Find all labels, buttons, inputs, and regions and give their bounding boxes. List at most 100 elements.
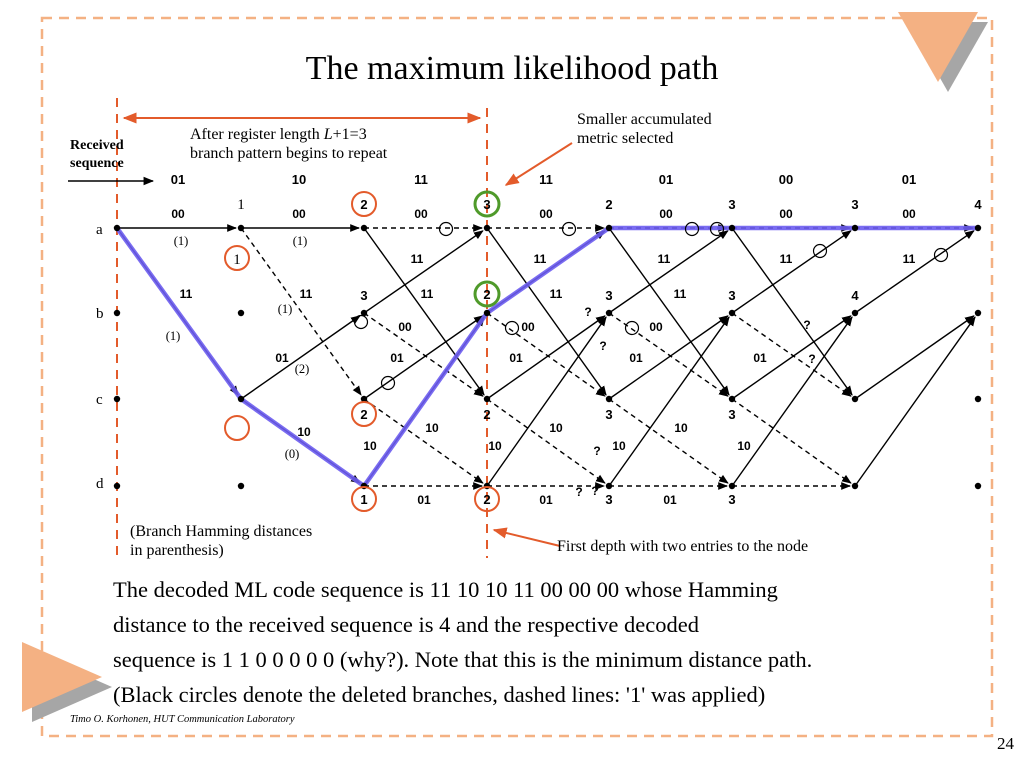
accumulated-metric-t4-d: 3 [605,492,612,507]
branch-output-label: 11 [780,252,793,266]
accumulated-metric-t3-a: 3 [483,197,490,212]
received-symbol-4: 11 [539,172,553,187]
branch-bc [608,312,729,397]
received-symbol-6: 00 [779,172,793,187]
accumulated-metric-t6-b: 4 [851,288,859,303]
branch-cb [854,315,975,400]
register-note-L: L [323,126,333,143]
received-symbol-5: 01 [659,172,673,187]
received-symbol-3: 11 [414,172,428,187]
trellis-node [483,224,491,232]
accumulated-metric-t2-a: 2 [360,197,367,212]
branch-output-label: 00 [779,207,793,221]
branch-output-label: 00 [521,320,535,334]
branch-output-label: 00 [539,207,553,221]
branch-ac [608,227,730,396]
question-mark: ? [575,485,582,499]
question-mark: ? [808,352,815,366]
trellis-node [483,395,491,403]
trellis-node [851,309,859,317]
received-symbol-1: 01 [171,172,185,187]
branch-output-label: 10 [363,439,377,453]
register-note-post: +1=3 [332,126,367,143]
first-depth-note: First depth with two entries to the node [557,538,809,555]
received-symbol-2: 10 [292,172,306,187]
branch-output-label: 01 [753,351,767,365]
trellis-node [360,224,368,232]
trellis-node [237,482,245,490]
branch-output-label: 10 [297,425,311,439]
deleted-branch-marker [684,221,700,237]
deleted-branch-marker [561,221,577,237]
accumulated-metric-t6-a: 3 [851,197,858,212]
branch-bc [731,312,852,397]
accumulated-metric-t5-b: 3 [728,288,735,303]
branch-cb [731,315,852,400]
branch-cb [486,315,606,400]
highlight-circle-green [473,280,501,308]
accumulated-metric-t3-b: 2 [483,287,490,302]
branch-output-label: 01 [417,493,431,507]
trellis-node [605,482,613,490]
corner-triangle [898,12,978,82]
deleted-branch-marker [438,221,454,237]
branch-output-label: 01 [275,351,289,365]
accumulated-metric-t3-c: 2 [483,407,490,422]
branch-output-label: 00 [171,207,185,221]
trellis-node [851,395,859,403]
branch-output-label: 10 [612,439,626,453]
branch-cb [363,315,484,400]
branch-ac [486,227,607,396]
highlight-circle-red [351,486,377,512]
trellis-node [113,482,121,490]
branch-cb [608,315,729,400]
branch-output-label: 00 [659,207,673,221]
received-label-line1: Received [70,138,124,153]
received-label-line2: sequence [70,156,124,171]
hamming-note: (Branch Hamming distances in parenthesis… [130,522,312,560]
left-triangle [22,642,102,712]
deleted-branch-marker [933,247,949,263]
body-line-4: (Black circles denote the deleted branch… [113,682,766,707]
smaller-metric-line2: metric selected [577,130,674,147]
branch-distance: (2) [295,362,310,376]
branch-output-label: 00 [292,207,306,221]
branch-bc [486,312,606,397]
branch-cd [363,398,484,484]
branch-db [608,316,730,487]
state-label-b: b [96,306,104,322]
branch-ba [731,230,852,314]
deleted-branch-marker [504,320,520,336]
branch-distance: (1) [174,234,189,248]
slide-border [40,16,994,738]
trellis-node [237,395,245,403]
accumulated-metric-t1-a: 1 [237,197,245,213]
register-length-note: After register length L+1=3 branch patte… [190,125,387,163]
slide-title: The maximum likelihood path [305,50,719,87]
question-mark: ? [599,339,606,353]
branch-db [731,316,853,487]
branch-output-label: 11 [658,252,671,266]
deleted-branch-marker [353,314,369,330]
trellis-node [974,482,982,490]
highlight-circle-red [224,415,250,441]
branch-output-label: 00 [414,207,428,221]
branch-output-label: 10 [674,421,688,435]
accumulated-metric-t3-d: 2 [483,492,490,507]
highlight-circle-red [474,486,500,512]
branch-db [486,316,607,487]
accumulated-metric-t5-a: 3 [728,197,735,212]
accumulated-metric-t5-c: 3 [728,407,735,422]
trellis-node [360,395,368,403]
highlight-circle-red [351,401,377,427]
deleted-branch-marker [624,320,640,336]
accumulated-metric-t4-a: 2 [605,197,612,212]
accumulated-metric-t7-a: 4 [974,197,982,212]
branch-output-label: 10 [549,421,563,435]
trellis-node [728,482,736,490]
branch-output-label: 11 [903,252,916,266]
branch-ba [363,230,484,314]
branch-output-label: 11 [550,287,563,301]
